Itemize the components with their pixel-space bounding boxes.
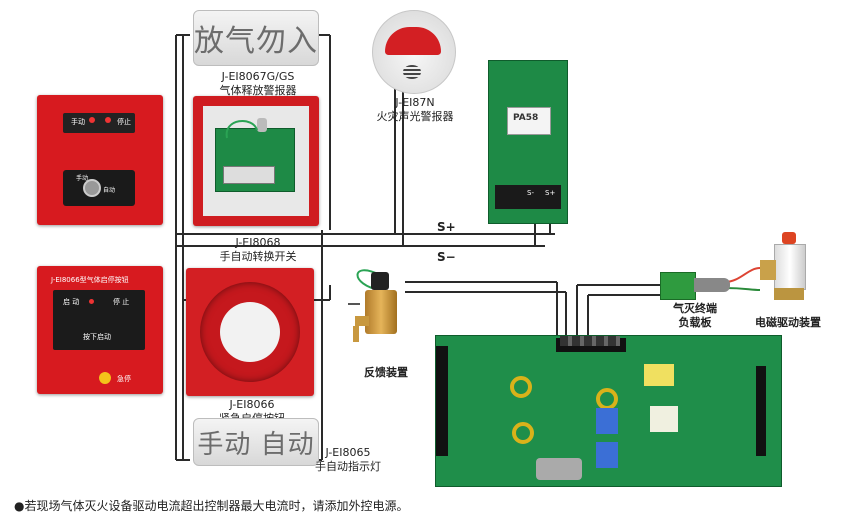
key-icon[interactable]	[83, 179, 101, 197]
gas-alarm-name: 气体释放警报器	[219, 84, 297, 97]
emergency-push-button	[186, 268, 314, 396]
bus-minus-label: S−	[437, 250, 456, 264]
bus-plus-label: S+	[437, 220, 456, 234]
feedback-label: 反馈装置	[364, 366, 408, 379]
switch-model: J-EI8068	[235, 236, 281, 249]
switch-manual-text: 手动	[71, 118, 85, 126]
gas-alarm-label: J-EI8067G/GS 气体释放警报器	[198, 70, 318, 98]
manual-auto-sign: 手动 自动	[193, 418, 319, 466]
sounder-device	[372, 10, 456, 94]
switch-stop-text: 停止	[117, 118, 131, 126]
sounder-label: J-EI87N 火灾声光警报器	[355, 96, 475, 124]
load-board-label: 气灭终端 负载板	[650, 302, 740, 330]
start-stop-title: J-EI8066型气体启停按钮	[51, 276, 129, 284]
module-pcb-text: PA58	[513, 113, 539, 123]
key-auto-text: 自动	[103, 187, 116, 194]
start-stop-panel: J-EI8066型气体启停按钮 启 动 停 止 按下启动 急停	[37, 266, 163, 394]
emergency-text: 急停	[117, 375, 131, 383]
indicator-label: J-EI8065 手自动指示灯	[300, 446, 396, 474]
main-controller-pcb	[435, 335, 782, 487]
load-board-line1: 气灭终端	[673, 302, 717, 315]
solenoid-device	[760, 232, 820, 304]
terminal-plus: S+	[545, 189, 556, 197]
indicator-model: J-EI8065	[325, 446, 371, 459]
switch-panel: 手动 停止 手动 自动	[37, 95, 163, 225]
press-start-text: 按下启动	[83, 333, 111, 341]
switch-name: 手自动转换开关	[219, 250, 297, 263]
key-manual-text: 手动	[76, 175, 89, 182]
gas-alarm-model: J-EI8067G/GS	[221, 70, 295, 83]
emergency-model: J-EI8066	[229, 398, 275, 411]
load-board-line2: 负载板	[678, 316, 712, 329]
load-board	[660, 272, 730, 300]
switch-box	[193, 96, 319, 226]
footnote: ●若现场气体灭火设备驱动电流超出控制器最大电流时，请添加外控电源。	[14, 499, 409, 513]
feedback-device	[353, 270, 410, 350]
sounder-model: J-EI87N	[395, 96, 435, 109]
module-pcb: PA58 S- S+	[488, 60, 568, 224]
manual-auto-sign-text: 手动 自动	[197, 429, 315, 460]
discharge-sign-text: 放气勿入	[194, 24, 318, 59]
sounder-name: 火灾声光警报器	[376, 110, 454, 123]
solenoid-label: 电磁驱动装置	[755, 316, 821, 329]
emergency-button[interactable]	[99, 372, 111, 384]
discharge-sign: 放气勿入	[193, 10, 319, 66]
indicator-name: 手自动指示灯	[315, 460, 381, 473]
switch-label: J-EI8068 手自动转换开关	[198, 236, 318, 264]
start-text: 启 动	[63, 298, 80, 306]
terminal-minus: S-	[527, 189, 534, 197]
stop-text: 停 止	[113, 298, 130, 306]
